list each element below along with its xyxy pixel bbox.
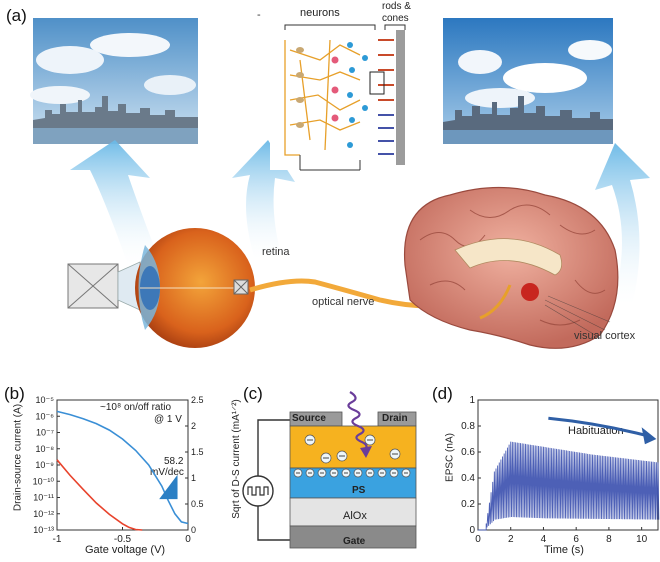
y-tick-label: 0.6 bbox=[461, 447, 475, 458]
y-right-tick-label: 1.5 bbox=[191, 447, 204, 457]
y-tick-label: 10⁻⁵ bbox=[36, 395, 55, 405]
y-tick-label: 10⁻¹¹ bbox=[33, 493, 54, 503]
y-tick-label: 10⁻⁸ bbox=[35, 444, 54, 454]
drain-label: Drain bbox=[382, 413, 408, 424]
source-label: Source bbox=[292, 413, 326, 424]
beam-right-arrow bbox=[595, 143, 650, 305]
ratio-annotation: ~10⁸ on/off ratio bbox=[100, 402, 172, 413]
x-tick-label: 4 bbox=[541, 534, 547, 545]
panel-d-letter: (d) bbox=[432, 384, 453, 403]
y-right-tick-label: 0 bbox=[191, 525, 196, 535]
retina-dash: - bbox=[257, 9, 261, 21]
slope-marker bbox=[159, 474, 178, 500]
panel-b-letter: (b) bbox=[4, 384, 25, 403]
retina-neuron-diagram bbox=[270, 18, 410, 171]
y-tick-label: 10⁻¹² bbox=[33, 509, 54, 519]
y-tick-label: 10⁻⁷ bbox=[36, 428, 54, 438]
aiox-layer bbox=[289, 497, 417, 527]
gate-layer bbox=[289, 525, 417, 549]
y-tick-label: 10⁻⁹ bbox=[35, 460, 54, 470]
y-right-tick-label: 2 bbox=[191, 421, 196, 431]
neurons-label: neurons bbox=[300, 7, 340, 19]
y-tick-label: 10⁻¹³ bbox=[33, 525, 54, 535]
x-tick-label: 10 bbox=[636, 534, 648, 545]
slope-value: 58.2 bbox=[164, 456, 184, 467]
habituation-arrowhead bbox=[641, 427, 657, 445]
visual-cortex-label: visual cortex bbox=[574, 330, 636, 342]
panel-d-xlabel: Time (s) bbox=[544, 544, 584, 556]
optical-nerve-label: optical nerve bbox=[312, 296, 375, 308]
x-tick-label: -0.5 bbox=[114, 534, 132, 545]
slope-unit: mV/dec bbox=[150, 467, 184, 478]
brain-illustration bbox=[403, 186, 619, 349]
cones-label: cones bbox=[382, 13, 409, 24]
y-right-tick-label: 2.5 bbox=[191, 395, 204, 405]
sqrt-current-series bbox=[56, 459, 143, 531]
rods-label: rods & bbox=[382, 1, 411, 12]
y-tick-label: 10⁻¹⁰ bbox=[33, 476, 55, 486]
plot-frame bbox=[56, 399, 189, 531]
pulse-source-icon bbox=[242, 475, 274, 507]
y-tick-label: 0 bbox=[469, 525, 475, 536]
panel-b-xlabel: Gate voltage (V) bbox=[85, 544, 166, 556]
y-tick-label: 10⁻⁶ bbox=[36, 411, 55, 421]
left-city-photo bbox=[30, 18, 198, 144]
log-current-series bbox=[56, 410, 189, 525]
retina-label: retina bbox=[262, 246, 290, 258]
semiconductor-layer bbox=[289, 425, 417, 469]
x-tick-label: -1 bbox=[53, 534, 62, 545]
x-tick-label: 0 bbox=[475, 534, 481, 545]
y-right-tick-label: 1 bbox=[191, 473, 196, 483]
y-tick-label: 0.4 bbox=[461, 473, 475, 484]
y-tick-label: 0.2 bbox=[461, 499, 475, 510]
right-city-photo bbox=[443, 18, 613, 144]
beam-left-arrow bbox=[70, 140, 160, 265]
gate-label: Gate bbox=[343, 536, 366, 547]
eye-illustration bbox=[67, 228, 255, 348]
x-tick-label: 6 bbox=[573, 534, 579, 545]
x-tick-label: 2 bbox=[508, 534, 514, 545]
ps-label: PS bbox=[352, 485, 366, 496]
epsc-trace-series bbox=[478, 441, 660, 531]
device-structure-diagram bbox=[242, 391, 417, 549]
y-tick-label: 1 bbox=[469, 395, 475, 406]
y-tick-label: 0.8 bbox=[461, 421, 475, 432]
circuit-wire bbox=[257, 419, 290, 541]
photon-arrowhead bbox=[360, 446, 372, 458]
panel-a-figure: - neurons rods & cones bbox=[30, 1, 650, 349]
aiox-label: AlOx bbox=[343, 510, 367, 522]
voltage-annotation: @ 1 V bbox=[154, 414, 182, 425]
photon-wave bbox=[347, 391, 368, 449]
x-tick-label: 0 bbox=[185, 534, 191, 545]
habituation-arrow bbox=[548, 416, 651, 438]
panel-a-letter: (a) bbox=[6, 6, 27, 25]
x-tick-label: 8 bbox=[606, 534, 612, 545]
y-right-tick-label: 0.5 bbox=[191, 499, 204, 509]
transfer-curve-chart: 10⁻⁵ 10⁻⁶ 10⁻⁷ 10⁻⁸ 10⁻⁹ 10⁻¹⁰ 10⁻¹¹ 10⁻¹² 10⁻¹³… bbox=[33, 395, 204, 545]
panel-c-letter: (c) bbox=[243, 384, 263, 403]
